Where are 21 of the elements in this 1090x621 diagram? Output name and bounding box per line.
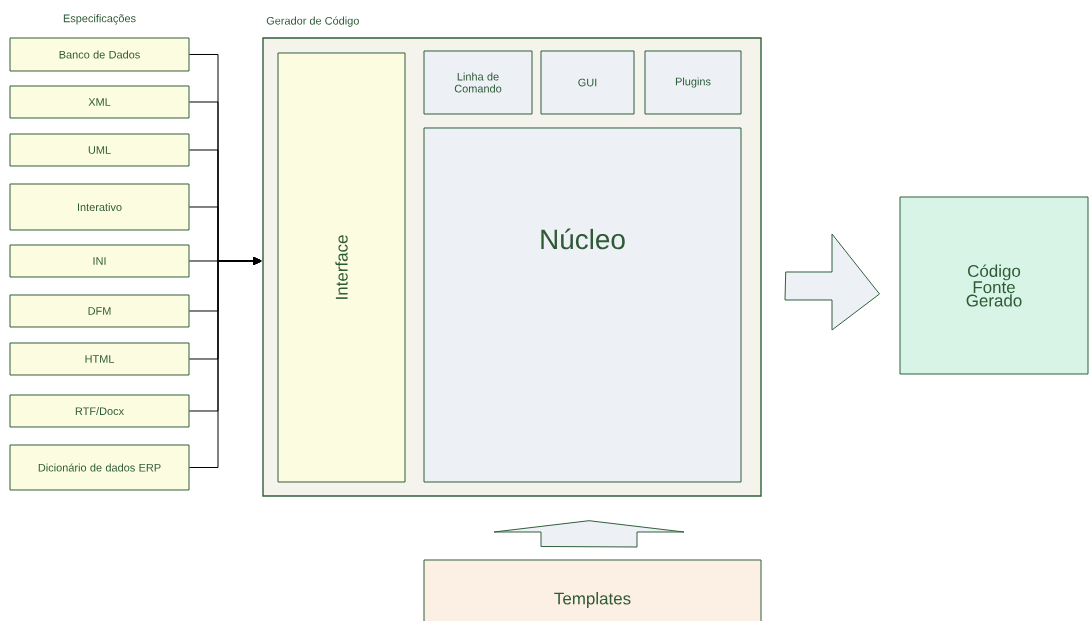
core-box: Núcleo (423, 127, 742, 483)
column-heading: Especificações (63, 14, 136, 25)
module-box: Linha de Comando (423, 50, 533, 115)
input-box: Dicionário de dados ERP (9, 444, 190, 491)
templates-box: Templates (423, 559, 762, 621)
interface-box: Interface (277, 52, 406, 483)
output-box: Código Fonte Gerado (899, 196, 1089, 375)
block-arrow (784, 233, 880, 331)
block-arrow (493, 520, 685, 548)
input-box: INI (9, 244, 190, 278)
module-box: Plugins (644, 50, 742, 115)
connector (189, 257, 262, 468)
input-box: Banco de Dados (9, 37, 190, 72)
input-box: XML (9, 85, 190, 119)
input-box: HTML (9, 342, 190, 376)
input-box: DFM (9, 294, 190, 328)
input-box: Interativo (9, 183, 190, 231)
node-label: Gerador de Código (266, 16, 359, 27)
module-box: GUI (540, 50, 635, 115)
input-box: RTF/Docx (9, 394, 190, 428)
input-box: UML (9, 133, 190, 167)
